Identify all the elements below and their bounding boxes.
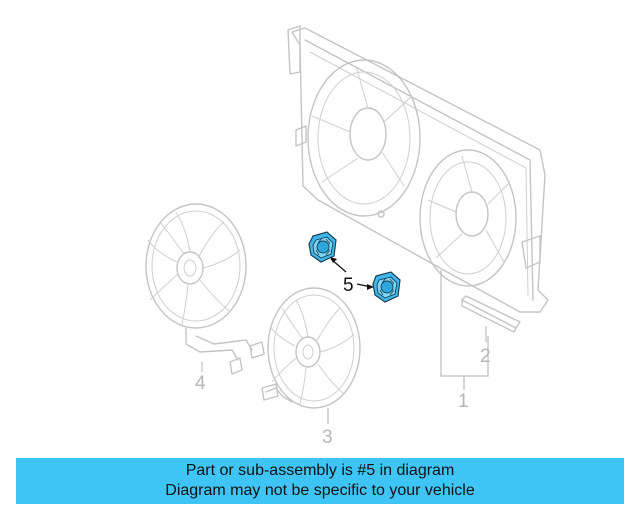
fan-shroud [287, 25, 549, 313]
fan-nut-lower[interactable] [372, 271, 401, 303]
callout-2: 2 [480, 346, 491, 367]
callout-3: 3 [322, 427, 333, 448]
shroud-bracket [461, 295, 521, 333]
fan-blade-right [261, 287, 361, 409]
callout-4: 4 [195, 373, 206, 394]
banner-line-1: Part or sub-assembly is #5 in diagram [185, 462, 455, 479]
leader-1 [440, 270, 489, 390]
callout-1: 1 [458, 391, 469, 412]
banner-line-2: Diagram may not be specific to your vehi… [165, 482, 475, 499]
callout-5: 5 [343, 275, 354, 296]
fan-nut-upper[interactable] [308, 231, 337, 263]
fan-blade-left [145, 203, 265, 375]
info-banner: Part or sub-assembly is #5 in diagram Di… [16, 458, 624, 504]
